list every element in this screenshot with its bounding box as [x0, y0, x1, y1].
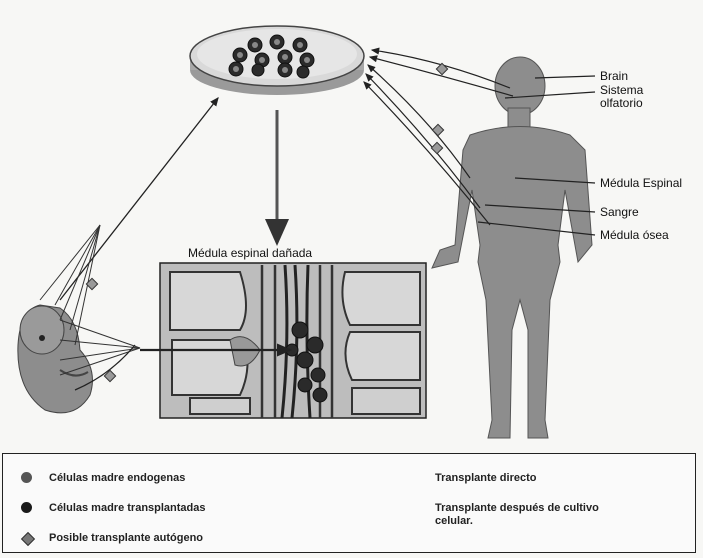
fetus-icon [18, 305, 93, 413]
legend-transplanted: Células madre transplantadas [49, 502, 206, 514]
legend-cultured-transplant-line1: Transplante después de cultivo [435, 502, 599, 514]
legend: Células madre endogenas Células madre tr… [2, 453, 696, 553]
petri-dish-icon [190, 26, 364, 95]
human-figure-icon [432, 57, 592, 438]
transplanted-cell-icon [21, 502, 32, 513]
spinal-cord-label: Médula Espinal [600, 177, 682, 190]
bone-marrow-label: Médula ósea [600, 229, 669, 242]
endogenous-cell-icon [21, 472, 32, 483]
legend-endogenous: Células madre endogenas [49, 472, 185, 484]
autologous-diamond-icon [21, 532, 35, 546]
legend-direct-transplant: Transplante directo [435, 472, 536, 484]
legend-autologous: Posible transplante autógeno [49, 532, 203, 544]
blood-label: Sangre [600, 206, 639, 219]
damaged-spinal-cord-label: Médula espinal dañada [188, 246, 312, 260]
spinal-cord-cross-section-icon [160, 263, 426, 418]
legend-cultured-transplant-line2: celular. [435, 515, 473, 527]
brain-label: Brain [600, 70, 628, 83]
olfactory-label-line2: olfatorio [600, 97, 643, 110]
